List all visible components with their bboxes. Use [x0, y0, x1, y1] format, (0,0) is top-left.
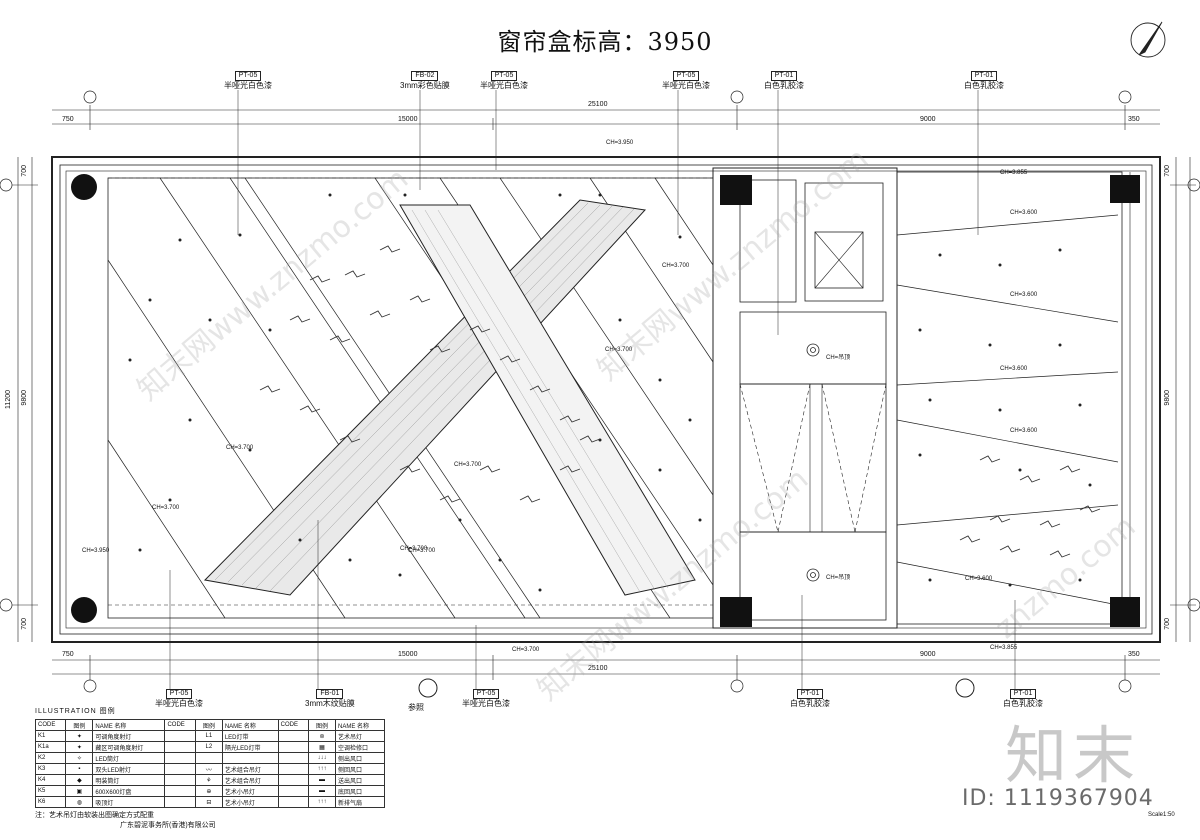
ceiling-height: CH=3.700: [226, 445, 254, 451]
double-spot-icon: ▪: [65, 763, 94, 775]
legend-note: 注：艺术吊灯由软装出图确定方式配重: [35, 812, 154, 819]
ceiling-height: CH=3.700: [454, 462, 482, 468]
dimension: 9800: [21, 390, 28, 406]
small-pendant-icon: ⊕: [194, 785, 223, 797]
ceiling-height: CH=3.600: [965, 576, 993, 582]
ceiling-height: CH=3.855: [1000, 170, 1028, 176]
dimension: 15000: [398, 116, 418, 123]
combo-pendant-icon: 〰: [194, 763, 223, 775]
section-ref-marker-2: [955, 678, 975, 698]
dimension-total: 25100: [588, 101, 608, 108]
film-band-b: [399, 204, 696, 596]
access-icon: ▦: [307, 741, 336, 753]
combo-pendant-icon: ⚘: [194, 774, 223, 786]
legend-heading: ILLUSTRATION 图例: [35, 708, 116, 715]
dimension: 750: [62, 116, 74, 123]
ceiling-light-icon: ◍: [65, 796, 94, 808]
north-arrow: [1130, 21, 1166, 58]
company-name: 广东碧泥事务所(香港)有限公司: [120, 822, 216, 829]
ceiling-height: CH=3.600: [1010, 210, 1038, 216]
pendant-icon: ⊚: [307, 730, 336, 742]
section-ref-label: 参照: [408, 703, 424, 712]
downlight-icon: ✧: [65, 752, 94, 764]
ceiling-height: CH=3.950: [606, 140, 634, 146]
slot-vent-icon: ▬: [307, 774, 336, 786]
small-pendant-icon: ⊟: [194, 796, 223, 808]
dimension: 350: [1128, 116, 1140, 123]
dimension-total: 25100: [588, 665, 608, 672]
page-title: 窗帘盒标高：3950: [497, 28, 713, 56]
access-panel: [814, 231, 864, 289]
dimension: 350: [1128, 651, 1140, 658]
dimension: 15000: [398, 651, 418, 658]
image-id: ID: 1119367904: [962, 786, 1154, 811]
ceiling-height: CH=3.700: [152, 505, 180, 511]
spotlight-icon: ✦: [65, 741, 94, 753]
dimension: 700: [1164, 165, 1171, 177]
dimension: 700: [21, 618, 28, 630]
ceiling-height: CH=3.700: [512, 647, 540, 653]
ceiling-height: CH=3.700: [662, 263, 690, 269]
ceiling-height: CH=3.700: [605, 347, 633, 353]
ceiling-height: CH=3.950: [82, 548, 110, 554]
ceiling-height: CH=3.855: [990, 645, 1018, 651]
ceiling-height: CH=吊顶: [826, 355, 851, 361]
dimension: 700: [21, 165, 28, 177]
dimension: 9800: [1164, 390, 1171, 406]
surface-light-icon: ◆: [65, 774, 94, 786]
dimension: 9000: [920, 651, 936, 658]
ceiling-height: CH=3.600: [1010, 428, 1038, 434]
section-ref-marker: [418, 678, 438, 698]
dimension: 750: [62, 651, 74, 658]
pendant-lamp: [806, 343, 820, 357]
ceiling-height: CH=吊顶: [826, 575, 851, 581]
dimension-total: 11200: [5, 390, 12, 409]
ceiling-height: CH=3.700: [400, 546, 428, 552]
ceiling-height: CH=3.600: [1010, 292, 1038, 298]
outer-wall: [51, 156, 1161, 643]
brand-logo: 知末: [1005, 719, 1142, 792]
vent-icon: ↓↓↓: [307, 752, 336, 764]
column: [71, 174, 97, 200]
ceiling-height: CH=3.700: [408, 548, 436, 554]
fan-icon: ↑↑↑: [307, 796, 336, 808]
dimension: 9000: [920, 116, 936, 123]
panel-light-icon: ▣: [65, 785, 94, 797]
scale-label: Scale1:50: [1148, 812, 1175, 818]
dimension: 700: [1164, 618, 1171, 630]
vent-icon: ↑↑↑: [307, 763, 336, 775]
slot-vent-icon: ▬: [307, 785, 336, 797]
ceiling-height: CH=3.600: [1000, 366, 1028, 372]
spotlight-icon: ✦: [65, 730, 94, 742]
